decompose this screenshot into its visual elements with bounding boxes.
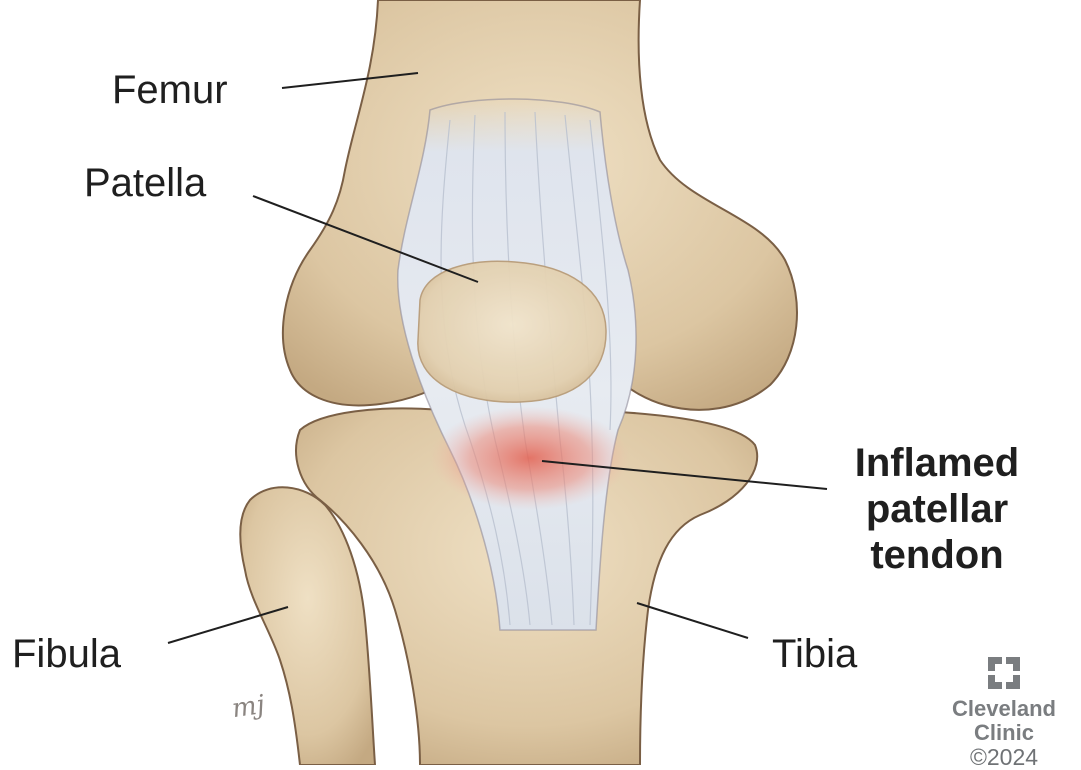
logo-line1: Cleveland bbox=[934, 697, 1074, 721]
fibula-label: Fibula bbox=[12, 634, 121, 674]
tibia-label: Tibia bbox=[772, 634, 857, 674]
inflammation-highlight bbox=[430, 406, 630, 510]
tibia-leader bbox=[637, 603, 748, 638]
cleveland-clinic-logo: Cleveland Clinic ©2024 bbox=[934, 655, 1074, 769]
patella-bone bbox=[418, 261, 606, 402]
inflamed-label-line1: Inflamed bbox=[832, 440, 1042, 486]
artist-signature: mj bbox=[230, 690, 267, 724]
inflamed-patellar-tendon-label: Inflamed patellar tendon bbox=[832, 440, 1042, 578]
patella-label: Patella bbox=[84, 163, 206, 203]
femur-label: Femur bbox=[112, 70, 228, 110]
copyright-text: ©2024 bbox=[934, 745, 1074, 769]
cleveland-clinic-cross-mark-icon bbox=[986, 655, 1022, 691]
inflamed-label-line2: patellar bbox=[832, 486, 1042, 532]
logo-line2: Clinic bbox=[934, 721, 1074, 745]
inflamed-label-line3: tendon bbox=[832, 532, 1042, 578]
